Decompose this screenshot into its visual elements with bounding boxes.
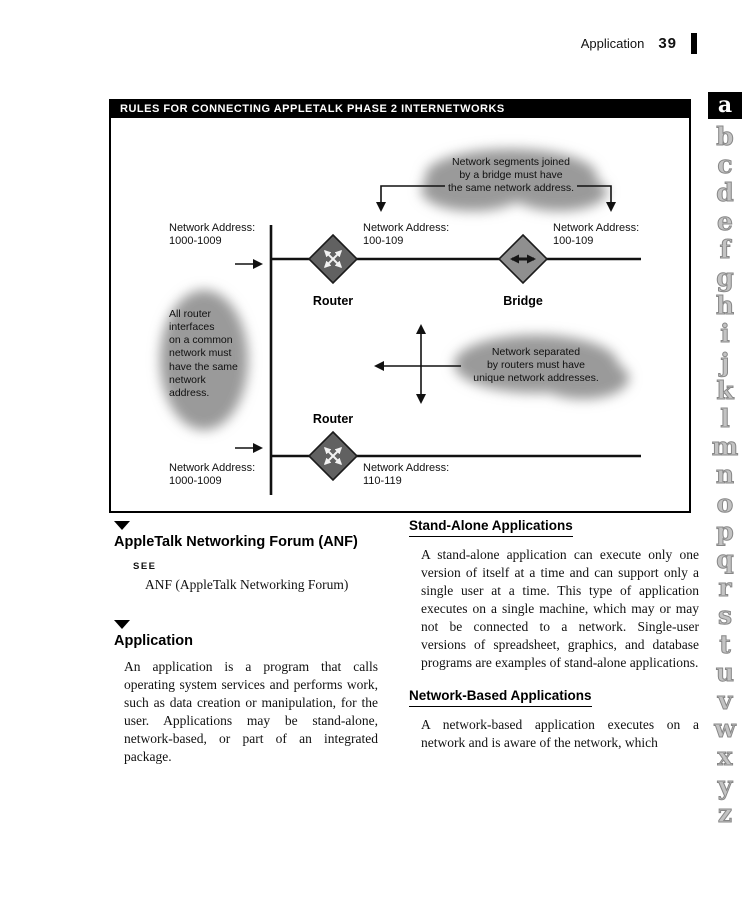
network-address-label-backbone-bottom: Network Address: 1000-1009 (169, 462, 256, 488)
router-icon-2 (307, 430, 359, 482)
router1-label: Router (312, 294, 354, 308)
router2-label: Router (312, 412, 354, 426)
alpha-tab-z: z (717, 798, 733, 828)
entry-title-anf: AppleTalk Networking Forum (ANF) (114, 534, 358, 550)
network-address-label-bridge: Network Address: 100-109 (553, 222, 640, 248)
alpha-tab-x: x (717, 742, 733, 772)
alpha-tab-o: o (716, 488, 734, 518)
cloud-shapes (160, 149, 629, 430)
callout-bridge-note: Network segments joined by a bridge must… (447, 156, 575, 195)
header-page-number: 39 (658, 35, 677, 52)
alpha-tab-l: l (720, 404, 731, 434)
diagram-panel: RULES FOR CONNECTING APPLETALK PHASE 2 I… (109, 99, 691, 513)
alpha-tab-q: q (716, 545, 734, 575)
router-icon (307, 233, 359, 285)
subentry-body-network-based: A network-based application executes on … (421, 717, 699, 750)
callout-router-note: All router interfaces on a common networ… (169, 308, 238, 399)
alpha-tab-f: f (719, 234, 731, 264)
entry-stand-alone: Stand-Alone Applications A stand-alone a… (409, 517, 699, 672)
alpha-tab-h: h (715, 291, 735, 321)
entry-body-application: An application is a program that calls o… (124, 659, 378, 764)
alpha-tab-u: u (715, 657, 735, 687)
alpha-tab-y: y (717, 770, 733, 800)
entry-application: Application An application is a program … (114, 620, 378, 766)
header-section-title: Application (580, 36, 645, 51)
alpha-tab-c: c (717, 150, 733, 180)
network-address-label-backbone-top: Network Address: 1000-1009 (169, 222, 256, 248)
alpha-tab-n: n (715, 460, 735, 490)
alpha-tab-m: m (711, 432, 739, 462)
entry-network-based: Network-Based Applications A network-bas… (409, 687, 699, 752)
bridge-label: Bridge (503, 294, 543, 308)
alpha-tab-d: d (716, 178, 734, 208)
alpha-tab-k: k (716, 375, 734, 405)
alpha-tab-e: e (717, 206, 734, 236)
alpha-tab-j: j (720, 347, 730, 377)
bridge-icon (497, 233, 549, 285)
entry-anf: AppleTalk Networking Forum (ANF) SEE ANF… (114, 521, 378, 593)
alpha-tab-a-active: a (708, 92, 742, 119)
alpha-tab-i: i (720, 319, 731, 349)
alpha-tab-g: g (716, 263, 734, 293)
left-column: AppleTalk Networking Forum (ANF) SEE ANF… (114, 521, 378, 766)
diagram-canvas: Network segments joined by a bridge must… (111, 118, 689, 511)
alpha-tab-t: t (719, 629, 732, 659)
annotation-arrows (235, 185, 616, 453)
entry-title-application: Application (114, 633, 193, 649)
header-rule-bar (691, 33, 697, 54)
subentry-title-stand-alone: Stand-Alone Applications (409, 518, 573, 537)
right-column: Stand-Alone Applications A stand-alone a… (409, 517, 699, 752)
alpha-tab-v: v (717, 686, 733, 716)
callout-separated-note: Network separated by routers must have u… (473, 346, 599, 385)
subentry-title-network-based: Network-Based Applications (409, 688, 592, 707)
arrow-bridge-note-left (376, 185, 445, 212)
subentry-body-stand-alone: A stand-alone application can execute on… (421, 547, 699, 670)
entry-marker-triangle (114, 620, 130, 629)
alphabet-thumb-index: a b c d e f g h i j k l m n o p q r s t … (704, 92, 746, 828)
arrow-bridge-note-right (577, 185, 616, 212)
alpha-tab-r: r (718, 573, 732, 603)
network-address-label-router1: Network Address: 100-109 (363, 222, 450, 248)
alpha-tab-b: b (716, 122, 734, 151)
alpha-tab-p: p (716, 516, 734, 546)
running-header: Application 39 (581, 33, 697, 54)
see-reference: ANF (AppleTalk Networking Forum) (145, 577, 349, 592)
network-address-label-router2: Network Address: 110-119 (363, 462, 450, 488)
alpha-tab-w: w (714, 714, 737, 744)
entry-marker-triangle (114, 521, 130, 530)
diagram-graphics (160, 149, 641, 495)
alpha-tab-s: s (717, 601, 733, 631)
diagram-title-bar: RULES FOR CONNECTING APPLETALK PHASE 2 I… (111, 101, 689, 118)
see-label: SEE (133, 561, 157, 572)
